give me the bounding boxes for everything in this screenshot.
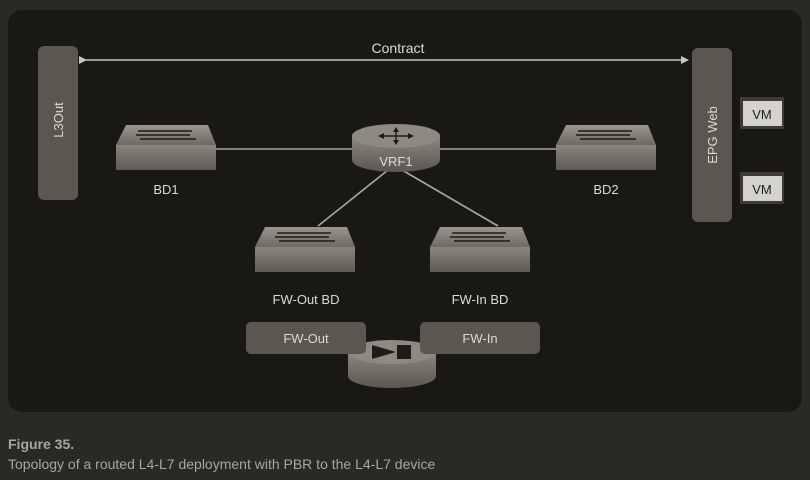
fw-out-bd-switch-icon <box>255 227 355 272</box>
connection-lines <box>216 148 556 227</box>
diagram-panel <box>8 10 802 412</box>
bd2-label: BD2 <box>593 182 618 197</box>
topology-diagram: Contract L3Out EPG Web VM VM BD1 <box>8 10 802 412</box>
figure-caption: Topology of a routed L4-L7 deployment wi… <box>8 456 436 472</box>
figure-number: Figure 35. <box>8 436 75 452</box>
vm-label: VM <box>752 182 772 197</box>
vrf-label: VRF1 <box>379 154 412 169</box>
firewall-device-icon <box>348 340 436 388</box>
bd1-label: BD1 <box>153 182 178 197</box>
fw-out-label: FW-Out <box>283 331 329 346</box>
bd2-switch-icon <box>556 125 656 170</box>
vm-box-1: VM <box>740 97 784 129</box>
epg-web-label: EPG Web <box>705 106 720 164</box>
vm-box-2: VM <box>740 172 784 204</box>
l3out-box <box>38 46 78 200</box>
fw-out-bd-label: FW-Out BD <box>273 292 340 307</box>
line-vrf-fwin-bd <box>401 169 499 227</box>
fw-out-interface <box>246 322 366 354</box>
vm-label: VM <box>752 107 772 122</box>
l3out-label: L3Out <box>51 102 66 138</box>
fw-in-interface <box>420 322 540 354</box>
contract-label: Contract <box>372 40 425 56</box>
line-vrf-fwout-bd <box>317 169 389 227</box>
fw-in-bd-label: FW-In BD <box>452 292 509 307</box>
bd1-switch-icon <box>116 125 216 170</box>
fw-in-bd-switch-icon <box>430 227 530 272</box>
fw-in-label: FW-In <box>462 331 497 346</box>
vrf-router-icon <box>352 124 440 172</box>
epg-web-box <box>692 48 732 222</box>
